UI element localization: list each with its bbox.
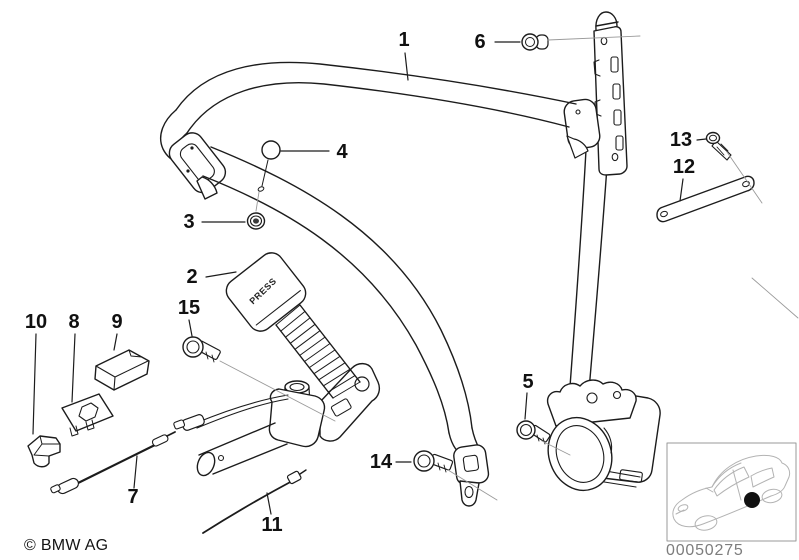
callout-14[interactable]: 14 (369, 451, 393, 473)
buckle-assembly (225, 252, 361, 399)
callout-1[interactable]: 1 (398, 29, 410, 51)
callout-4[interactable]: 4 (336, 141, 348, 163)
strap-12 (656, 175, 755, 223)
pillar-loop (563, 98, 601, 159)
ball-stud-4 (255, 140, 281, 212)
callout-7[interactable]: 7 (127, 486, 139, 508)
screw-13 (705, 131, 732, 161)
drawing-number: 00050275 (666, 542, 744, 559)
callout-15[interactable]: 15 (177, 297, 201, 319)
lap-belt (202, 146, 473, 434)
shoulder-belt (159, 61, 577, 164)
clip-10 (27, 435, 61, 468)
cable-7 (50, 431, 176, 495)
callout-12[interactable]: 12 (672, 156, 696, 178)
bolt-5 (516, 420, 551, 445)
car-position-inset (666, 442, 797, 542)
grommet-3 (246, 212, 266, 230)
callout-6[interactable]: 6 (474, 31, 486, 53)
callout-9[interactable]: 9 (111, 311, 123, 333)
belt-tensioner (173, 362, 381, 477)
callout-2[interactable]: 2 (186, 266, 198, 288)
callout-13[interactable]: 13 (669, 129, 693, 151)
bolt-15 (182, 336, 221, 363)
bolt-14 (413, 450, 454, 473)
cover-cap-9 (94, 349, 150, 391)
car-silhouette-icon (672, 454, 791, 531)
bolt-6 (521, 33, 549, 51)
callout-leader-lines (32, 41, 707, 515)
copyright-text: © BMW AG (24, 537, 109, 554)
black-dot-position-marker (744, 492, 760, 508)
cover-plate-8 (61, 393, 114, 437)
anchor-fitting (448, 427, 490, 507)
callout-11[interactable]: 11 (261, 514, 283, 536)
pointer-lines (219, 35, 799, 501)
latch-plate (168, 132, 227, 200)
callout-10[interactable]: 10 (24, 311, 48, 333)
retractor (546, 379, 661, 492)
cable-tie-11 (202, 469, 307, 534)
callout-3[interactable]: 3 (183, 211, 195, 233)
callout-5[interactable]: 5 (522, 371, 534, 393)
vertical-belt (568, 149, 609, 403)
callout-8[interactable]: 8 (68, 311, 80, 333)
